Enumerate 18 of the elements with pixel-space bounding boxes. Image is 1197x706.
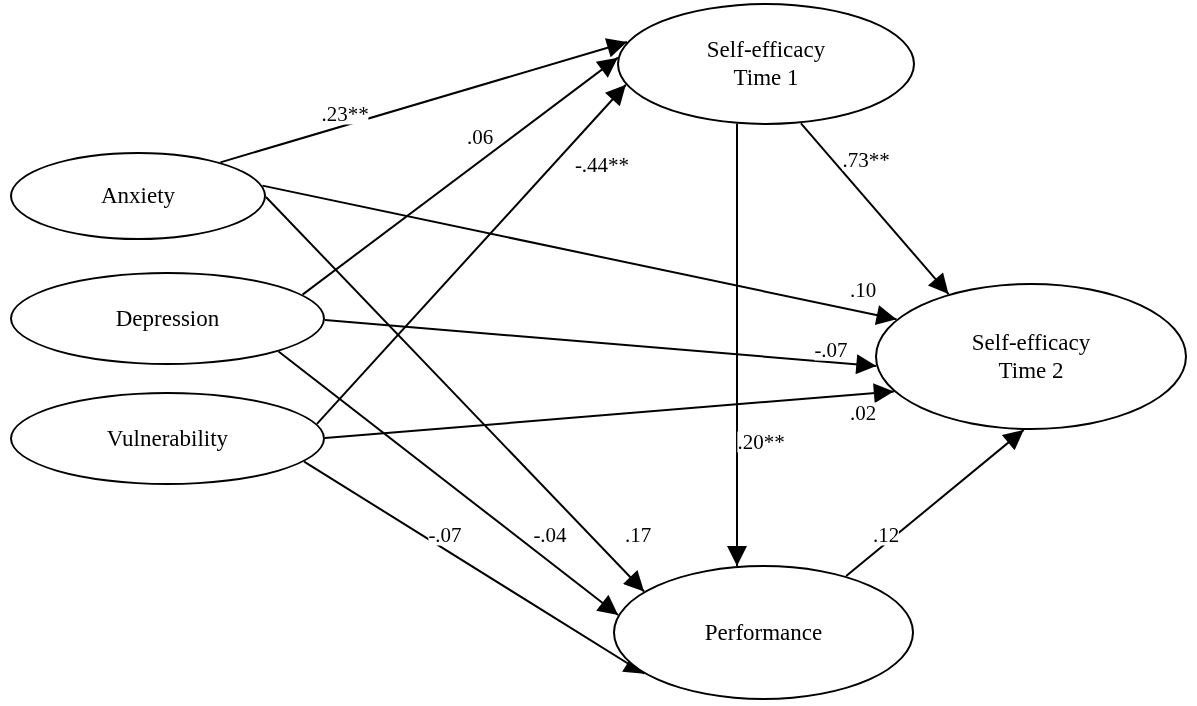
arrow bbox=[277, 350, 620, 617]
node-label: Self-efficacy Time 1 bbox=[705, 36, 827, 92]
arrow bbox=[301, 56, 619, 296]
arrow bbox=[324, 383, 895, 439]
arrow bbox=[727, 122, 747, 568]
arrow bbox=[303, 460, 646, 675]
arrow bbox=[315, 83, 627, 425]
node-label: Depression bbox=[115, 304, 220, 333]
arrow bbox=[261, 184, 898, 325]
arrow bbox=[264, 195, 646, 593]
node-label: Performance bbox=[704, 618, 823, 647]
arrow bbox=[799, 122, 950, 296]
node-label: Self-efficacy Time 2 bbox=[970, 328, 1092, 385]
edge-label: .20** bbox=[737, 431, 785, 453]
node-label: Anxiety bbox=[100, 182, 176, 210]
node-label: Vulnerability bbox=[106, 424, 229, 453]
arrow bbox=[845, 428, 1025, 578]
arrow bbox=[219, 38, 628, 164]
